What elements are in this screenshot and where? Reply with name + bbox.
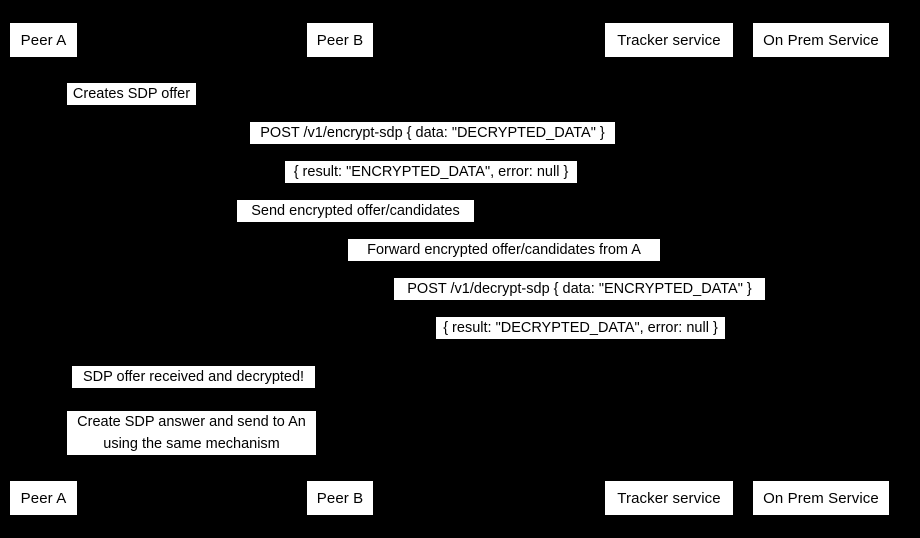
- message-arrow-forward-encrypted-offer: [340, 263, 669, 264]
- participant-bottom-on-prem[interactable]: On Prem Service: [753, 481, 889, 515]
- message-line-2: using the same mechanism: [103, 436, 280, 452]
- participant-label: Peer A: [20, 489, 67, 507]
- message-label-send-encrypted-offer[interactable]: Send encrypted offer/candidates: [237, 200, 474, 222]
- lifeline-peer-b: [340, 57, 341, 481]
- participant-label: Peer A: [20, 31, 67, 49]
- message-label-encrypt-sdp-result[interactable]: { result: "ENCRYPTED_DATA", error: null …: [285, 161, 577, 183]
- participant-label: Peer B: [316, 489, 364, 507]
- participant-label: Tracker service: [617, 489, 721, 507]
- message-label-create-sdp-answer[interactable]: Create SDP answer and send to An using th…: [67, 411, 316, 455]
- message-arrow-send-encrypted-offer: [43, 224, 669, 225]
- participant-bottom-tracker[interactable]: Tracker service: [605, 481, 733, 515]
- participant-bottom-peer-b[interactable]: Peer B: [307, 481, 373, 515]
- participant-label: On Prem Service: [763, 489, 879, 507]
- participant-label: Peer B: [316, 31, 364, 49]
- message-line-1: Create SDP answer and send to An: [77, 414, 306, 430]
- message-label-forward-encrypted-offer[interactable]: Forward encrypted offer/candidates from …: [348, 239, 660, 261]
- message-arrow-post-decrypt-sdp: [340, 302, 821, 303]
- message-label-decrypt-sdp-result[interactable]: { result: "DECRYPTED_DATA", error: null …: [436, 317, 725, 339]
- participant-bottom-peer-a[interactable]: Peer A: [10, 481, 77, 515]
- lifeline-tracker: [669, 57, 670, 481]
- message-label-creates-sdp-offer[interactable]: Creates SDP offer: [67, 83, 196, 105]
- message-label-post-decrypt-sdp[interactable]: POST /v1/decrypt-sdp { data: "ENCRYPTED_…: [394, 278, 765, 300]
- message-label-sdp-offer-received[interactable]: SDP offer received and decrypted!: [72, 366, 315, 388]
- message-arrow-encrypt-sdp-result: [43, 185, 821, 186]
- lifeline-on-prem: [821, 57, 822, 481]
- participant-label: Tracker service: [617, 31, 721, 49]
- participant-top-on-prem[interactable]: On Prem Service: [753, 23, 889, 57]
- participant-top-peer-b[interactable]: Peer B: [307, 23, 373, 57]
- message-arrow-decrypt-sdp-result: [340, 341, 821, 342]
- participant-top-peer-a[interactable]: Peer A: [10, 23, 77, 57]
- participant-label: On Prem Service: [763, 31, 879, 49]
- message-label-post-encrypt-sdp[interactable]: POST /v1/encrypt-sdp { data: "DECRYPTED_…: [250, 122, 615, 144]
- message-arrow-post-encrypt-sdp: [43, 146, 821, 147]
- participant-top-tracker[interactable]: Tracker service: [605, 23, 733, 57]
- message-arrow-create-sdp-answer: [43, 457, 340, 458]
- lifeline-peer-a: [43, 57, 44, 481]
